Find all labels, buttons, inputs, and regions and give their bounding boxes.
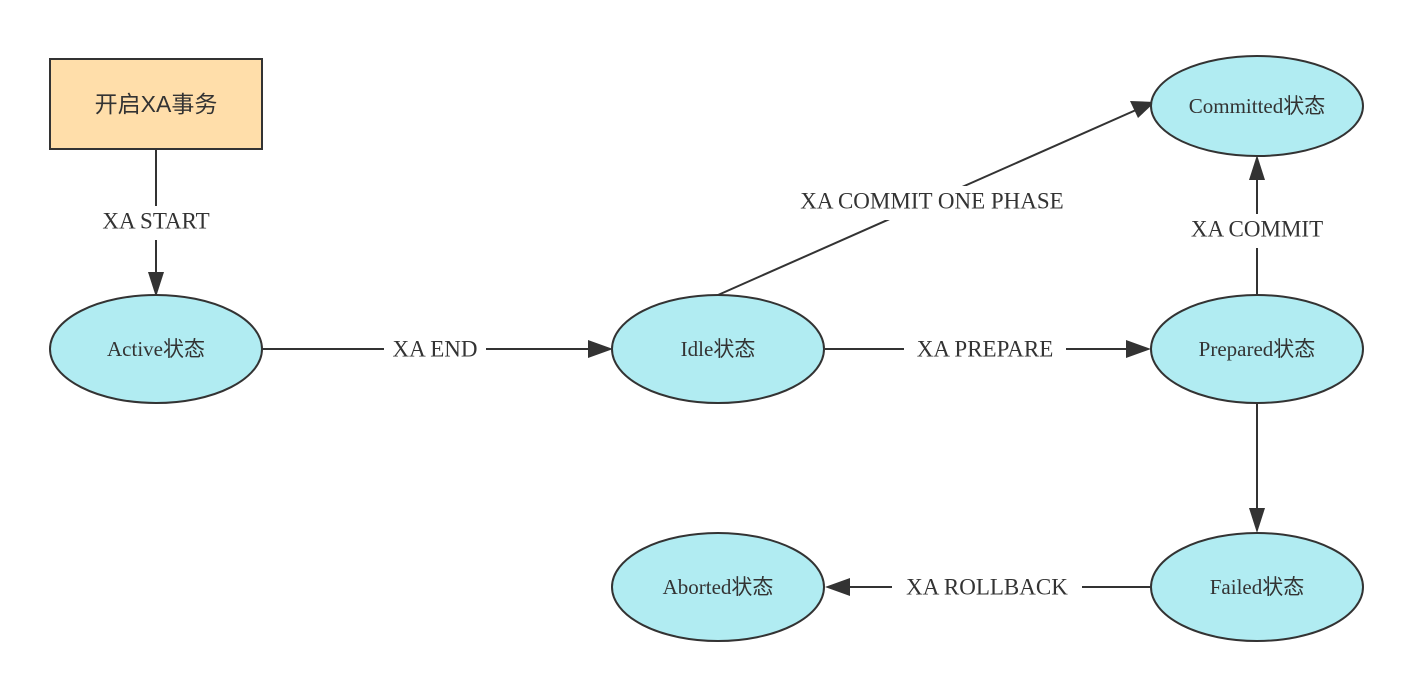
start-node: 开启XA事务 [49,58,263,150]
state-active-label: Active状态 [107,337,205,361]
state-committed: Committed状态 [1150,55,1364,157]
edge-xa-rollback: XA ROLLBACK [825,571,1150,603]
state-active: Active状态 [49,294,263,404]
state-failed-label: Failed状态 [1210,575,1305,599]
edge-xa-end: XA END [262,333,613,365]
edge-label-xa-start: XA START [102,208,209,233]
edge-label-xa-commit: XA COMMIT [1191,216,1323,241]
state-prepared-label: Prepared状态 [1199,337,1316,361]
edge-label-xa-end: XA END [393,336,478,361]
edge-xa-start: XA START [90,150,222,297]
start-node-label: 开启XA事务 [95,91,218,117]
edge-label-xa-prepare: XA PREPARE [917,336,1054,361]
state-prepared: Prepared状态 [1150,294,1364,404]
state-aborted-label: Aborted状态 [663,575,774,599]
edge-prepared-to-failed [1249,404,1265,533]
edge-label-xa-commit-one-phase: XA COMMIT ONE PHASE [800,188,1063,213]
state-idle-label: Idle状态 [681,337,756,361]
edge-label-xa-rollback: XA ROLLBACK [906,574,1068,599]
state-failed: Failed状态 [1150,532,1364,642]
state-committed-label: Committed状态 [1189,94,1326,118]
edge-xa-prepare: XA PREPARE [825,333,1151,365]
state-idle: Idle状态 [611,294,825,404]
edge-xa-commit-one-phase: XA COMMIT ONE PHASE [717,101,1155,296]
edge-xa-commit: XA COMMIT [1176,155,1338,294]
state-aborted: Aborted状态 [611,532,825,642]
